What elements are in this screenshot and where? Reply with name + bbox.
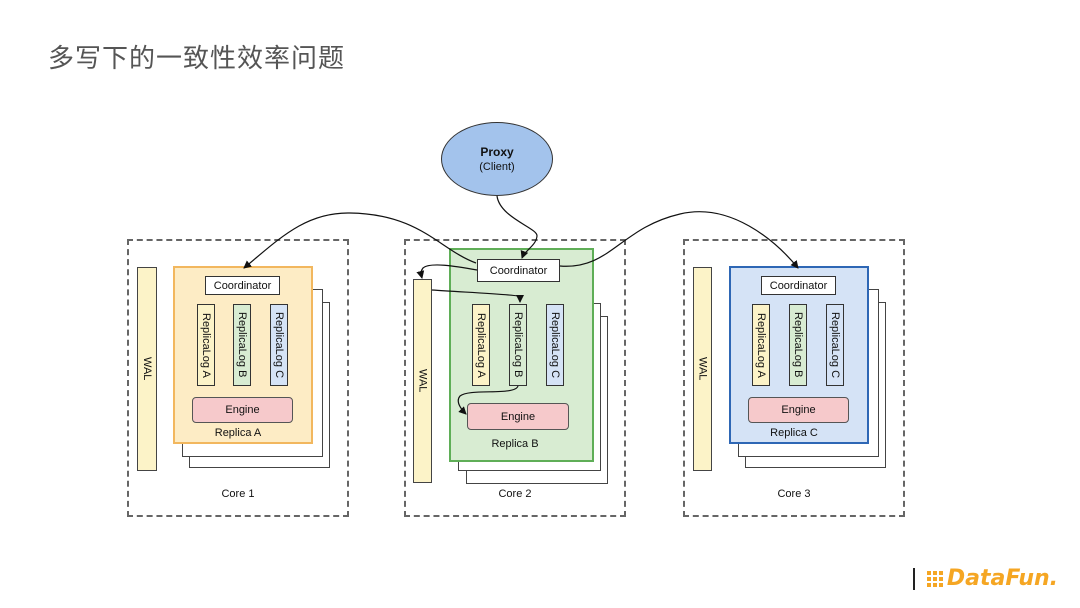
core-1-coordinator: Coordinator (205, 276, 280, 295)
core-3-replicalog-b-label: ReplicaLog B (792, 312, 804, 378)
arrow-replicalog-b-to-engine (457, 385, 519, 415)
core-1-replicalog-a: ReplicaLog A (197, 304, 215, 386)
proxy-node: Proxy (Client) (441, 122, 553, 196)
core-3-replicalog-c: ReplicaLog C (826, 304, 844, 386)
core-3-wal: WAL (693, 267, 712, 471)
core-2-wal-label: WAL (416, 369, 429, 393)
core-3-replicalog-a: ReplicaLog A (752, 304, 770, 386)
core-1-replicalog-c: ReplicaLog C (270, 304, 288, 386)
page-title: 多写下的一致性效率问题 (48, 44, 346, 74)
logo-text: DataFun. (946, 566, 1058, 591)
core-3-replicalog-a-label: ReplicaLog A (755, 312, 767, 378)
core-2-engine: Engine (467, 403, 569, 430)
core-3-label: Core 3 (777, 488, 811, 500)
logo-separator (912, 567, 915, 590)
core-1-replicalog-c-label: ReplicaLog C (273, 311, 285, 379)
proxy-subtitle: (Client) (479, 161, 515, 173)
core-1-label: Core 1 (221, 488, 255, 500)
core-3-coordinator: Coordinator (761, 276, 836, 295)
core-3-engine: Engine (748, 397, 849, 423)
core-2-replicalog-a: ReplicaLog A (472, 304, 490, 386)
core-1-replicalog-b: ReplicaLog B (233, 304, 251, 386)
core-2-coordinator: Coordinator (477, 259, 560, 282)
datafun-logo: DataFun. (912, 566, 1058, 591)
core-1-replica-label: Replica A (214, 427, 262, 439)
logo-dots-icon (926, 570, 943, 587)
core-2-replica-label: Replica B (491, 438, 539, 450)
core-3-replicalog-b: ReplicaLog B (789, 304, 807, 386)
core-2-box (404, 239, 626, 517)
core-3-wal-label: WAL (696, 357, 709, 381)
core-3-box (683, 239, 905, 517)
core-2-replicalog-b: ReplicaLog B (509, 304, 527, 386)
arrow-proxy-to-coordinator (496, 195, 538, 259)
arrow-wal-to-replicalog-b (431, 289, 524, 303)
core-1-box (127, 239, 349, 517)
core-2-wal: WAL (413, 279, 432, 483)
core-3-replicalog-c-label: ReplicaLog C (829, 311, 841, 379)
core-2-replicalog-b-label: ReplicaLog B (512, 312, 524, 378)
core-1-wal: WAL (137, 267, 157, 471)
core-2-replicalog-a-label: ReplicaLog A (475, 312, 487, 378)
core-1-wal-label: WAL (141, 357, 153, 381)
core-1-engine: Engine (192, 397, 293, 423)
arrow-coord2-to-core1 (243, 212, 477, 269)
arrow-coord2-to-wal (416, 264, 478, 279)
core-2-label: Core 2 (498, 488, 532, 500)
core-2-replicalog-c-label: ReplicaLog C (549, 311, 561, 379)
proxy-title: Proxy (480, 145, 514, 159)
core-1-replicalog-b-label: ReplicaLog B (236, 312, 248, 378)
core-3-replica-label: Replica C (770, 427, 818, 439)
core-1-replicalog-a-label: ReplicaLog A (200, 312, 212, 378)
core-2-replicalog-c: ReplicaLog C (546, 304, 564, 386)
arrow-coord2-to-core3 (559, 211, 799, 269)
